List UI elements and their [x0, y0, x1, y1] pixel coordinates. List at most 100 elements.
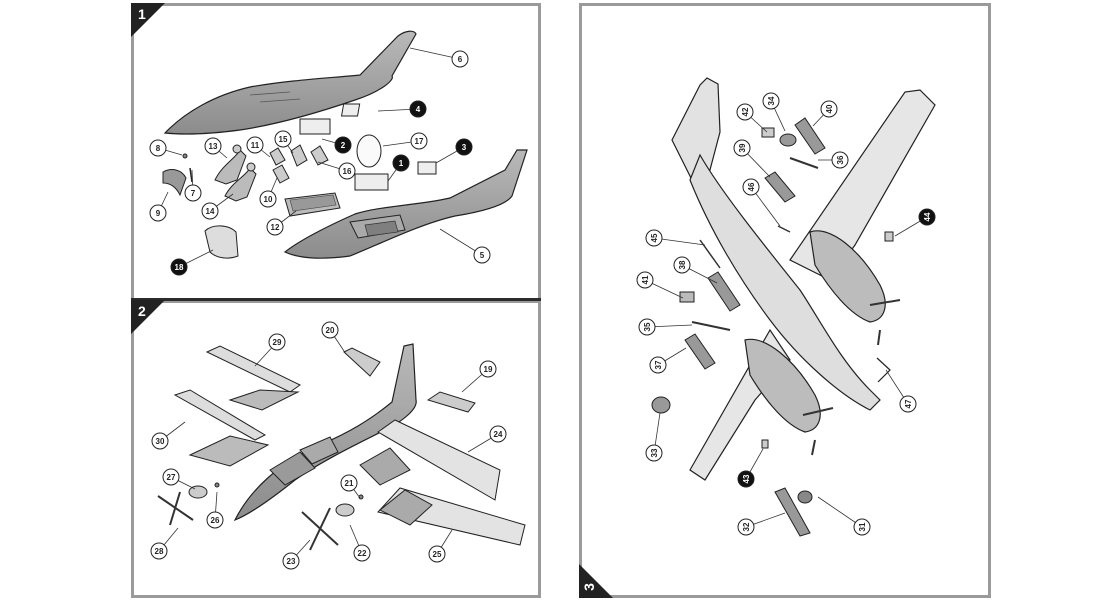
callout-circle	[201, 202, 219, 220]
callout-circle	[170, 258, 188, 276]
callout-circle	[409, 100, 427, 118]
callout-circle	[184, 184, 202, 202]
callout-number: 10	[264, 195, 273, 204]
callout-number: 12	[271, 223, 280, 232]
callout-20: 20	[321, 321, 339, 339]
callout-number: 28	[155, 547, 164, 556]
callout-number: 2	[341, 141, 346, 150]
callout-42: 42	[736, 103, 754, 121]
callout-number: 35	[643, 322, 652, 331]
callout-circle	[831, 151, 849, 169]
callout-circle	[451, 50, 469, 68]
callout-circle	[274, 130, 292, 148]
callout-10: 10	[259, 190, 277, 208]
step3-parts	[651, 117, 894, 537]
callout-circle	[353, 544, 371, 562]
callout-27: 27	[162, 468, 180, 486]
callout-circle	[410, 132, 428, 150]
callout-41: 41	[636, 271, 654, 289]
callout-number: 30	[156, 437, 165, 446]
callout-1: 1	[392, 154, 410, 172]
callout-2: 2	[334, 136, 352, 154]
callout-9: 9	[149, 204, 167, 222]
callout-number: 24	[494, 430, 503, 439]
callout-circle	[206, 511, 224, 529]
callout-number: 26	[211, 516, 220, 525]
callout-35: 35	[638, 318, 656, 336]
callout-circle	[636, 271, 654, 289]
callout-37: 37	[649, 356, 667, 374]
windows-and-parts	[162, 103, 437, 259]
callout-circle	[762, 92, 780, 110]
callout-25: 25	[428, 545, 446, 563]
callout-number: 18	[175, 263, 184, 272]
callout-28: 28	[150, 542, 168, 560]
callout-circle	[150, 542, 168, 560]
step-2-corner	[131, 300, 165, 334]
callout-number: 45	[650, 233, 659, 242]
callout-number: 41	[641, 275, 650, 284]
callout-circle	[820, 100, 838, 118]
callout-6: 6	[451, 50, 469, 68]
callout-39: 39	[733, 139, 751, 157]
callout-12: 12	[266, 218, 284, 236]
callout-31: 31	[853, 518, 871, 536]
callout-30: 30	[151, 432, 169, 450]
callout-circle	[149, 204, 167, 222]
callout-23: 23	[282, 552, 300, 570]
callout-44: 44	[918, 208, 936, 226]
callout-circle	[149, 139, 167, 157]
callout-36: 36	[831, 151, 849, 169]
assembled-fuselage	[233, 343, 417, 522]
callout-number: 23	[287, 557, 296, 566]
callout-number: 7	[191, 189, 196, 198]
callout-circle	[340, 474, 358, 492]
callout-circle	[392, 154, 410, 172]
callout-24: 24	[489, 425, 507, 443]
callout-46: 46	[742, 178, 760, 196]
callout-number: 19	[484, 365, 493, 374]
callout-circle	[151, 432, 169, 450]
callout-circle	[918, 208, 936, 226]
callout-47: 47	[899, 395, 917, 413]
callout-33: 33	[645, 444, 663, 462]
callout-15: 15	[274, 130, 292, 148]
step-1-corner	[131, 3, 165, 37]
propellers-and-spinners	[157, 482, 364, 551]
callout-circle	[733, 139, 751, 157]
callout-number: 38	[678, 260, 687, 269]
callout-circle	[246, 136, 264, 154]
callout-circle	[899, 395, 917, 413]
callout-number: 9	[156, 209, 161, 218]
callout-16: 16	[338, 162, 356, 180]
callout-11: 11	[246, 136, 264, 154]
leader-line	[817, 496, 863, 528]
callout-8: 8	[149, 139, 167, 157]
callout-number: 25	[433, 550, 442, 559]
callout-circle	[321, 321, 339, 339]
callout-number: 14	[206, 207, 215, 216]
leader-line	[653, 237, 706, 246]
callout-34: 34	[762, 92, 780, 110]
callout-number: 5	[480, 251, 485, 260]
callout-22: 22	[353, 544, 371, 562]
callout-26: 26	[206, 511, 224, 529]
callout-number: 15	[279, 135, 288, 144]
callout-circle	[489, 425, 507, 443]
callout-circle	[737, 518, 755, 536]
callout-32: 32	[737, 518, 755, 536]
callout-number: 34	[767, 96, 776, 105]
panel-divider	[131, 298, 541, 301]
callout-14: 14	[201, 202, 219, 220]
callout-number: 39	[738, 143, 747, 152]
step-3-corner	[579, 564, 613, 598]
callout-38: 38	[673, 256, 691, 274]
callout-circle	[649, 356, 667, 374]
callout-circle	[645, 229, 663, 247]
callout-number: 32	[742, 522, 751, 531]
callout-circle	[334, 136, 352, 154]
fuselage-half-left	[163, 30, 417, 135]
callout-number: 13	[209, 142, 218, 151]
callout-number: 17	[415, 137, 424, 146]
